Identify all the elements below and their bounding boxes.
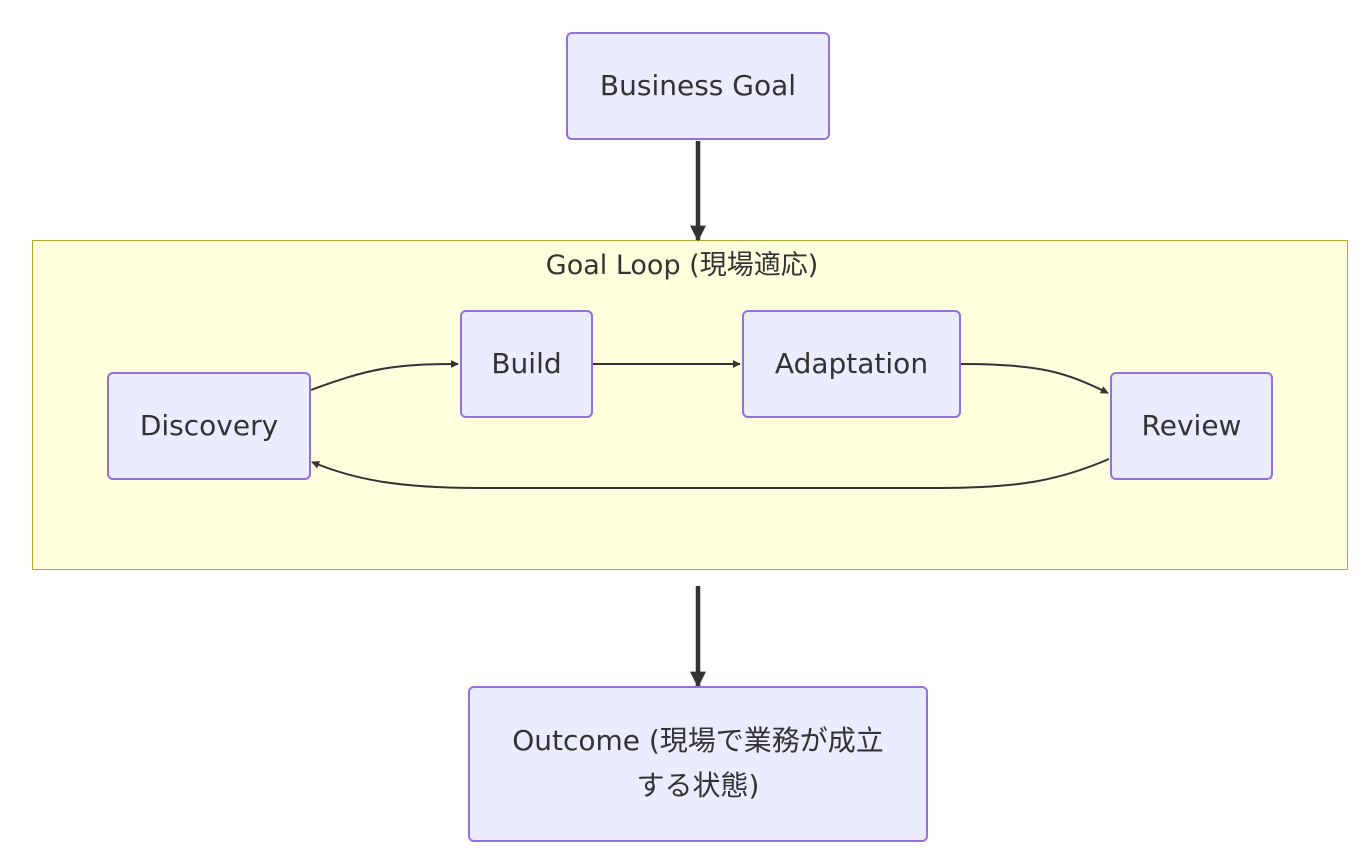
node-build: Build [460,310,593,418]
node-discovery: Discovery [107,372,311,480]
node-adaptation-label: Adaptation [774,346,929,380]
node-business-goal-label: Business Goal [599,68,797,102]
node-review: Review [1110,372,1273,480]
edge-discovery-to-build [310,360,459,391]
node-review-label: Review [1141,408,1242,442]
node-adaptation: Adaptation [742,310,961,418]
node-discovery-label: Discovery [139,408,279,442]
node-business-goal: Business Goal [566,32,830,140]
node-outcome-label: Outcome (現場で業務が成立する状態) [512,724,884,802]
node-outcome: Outcome (現場で業務が成立する状態) [468,686,928,842]
edge-adaptation-to-review [960,363,1109,394]
edge-review-to-discovery [311,458,1110,489]
node-build-label: Build [491,346,562,380]
